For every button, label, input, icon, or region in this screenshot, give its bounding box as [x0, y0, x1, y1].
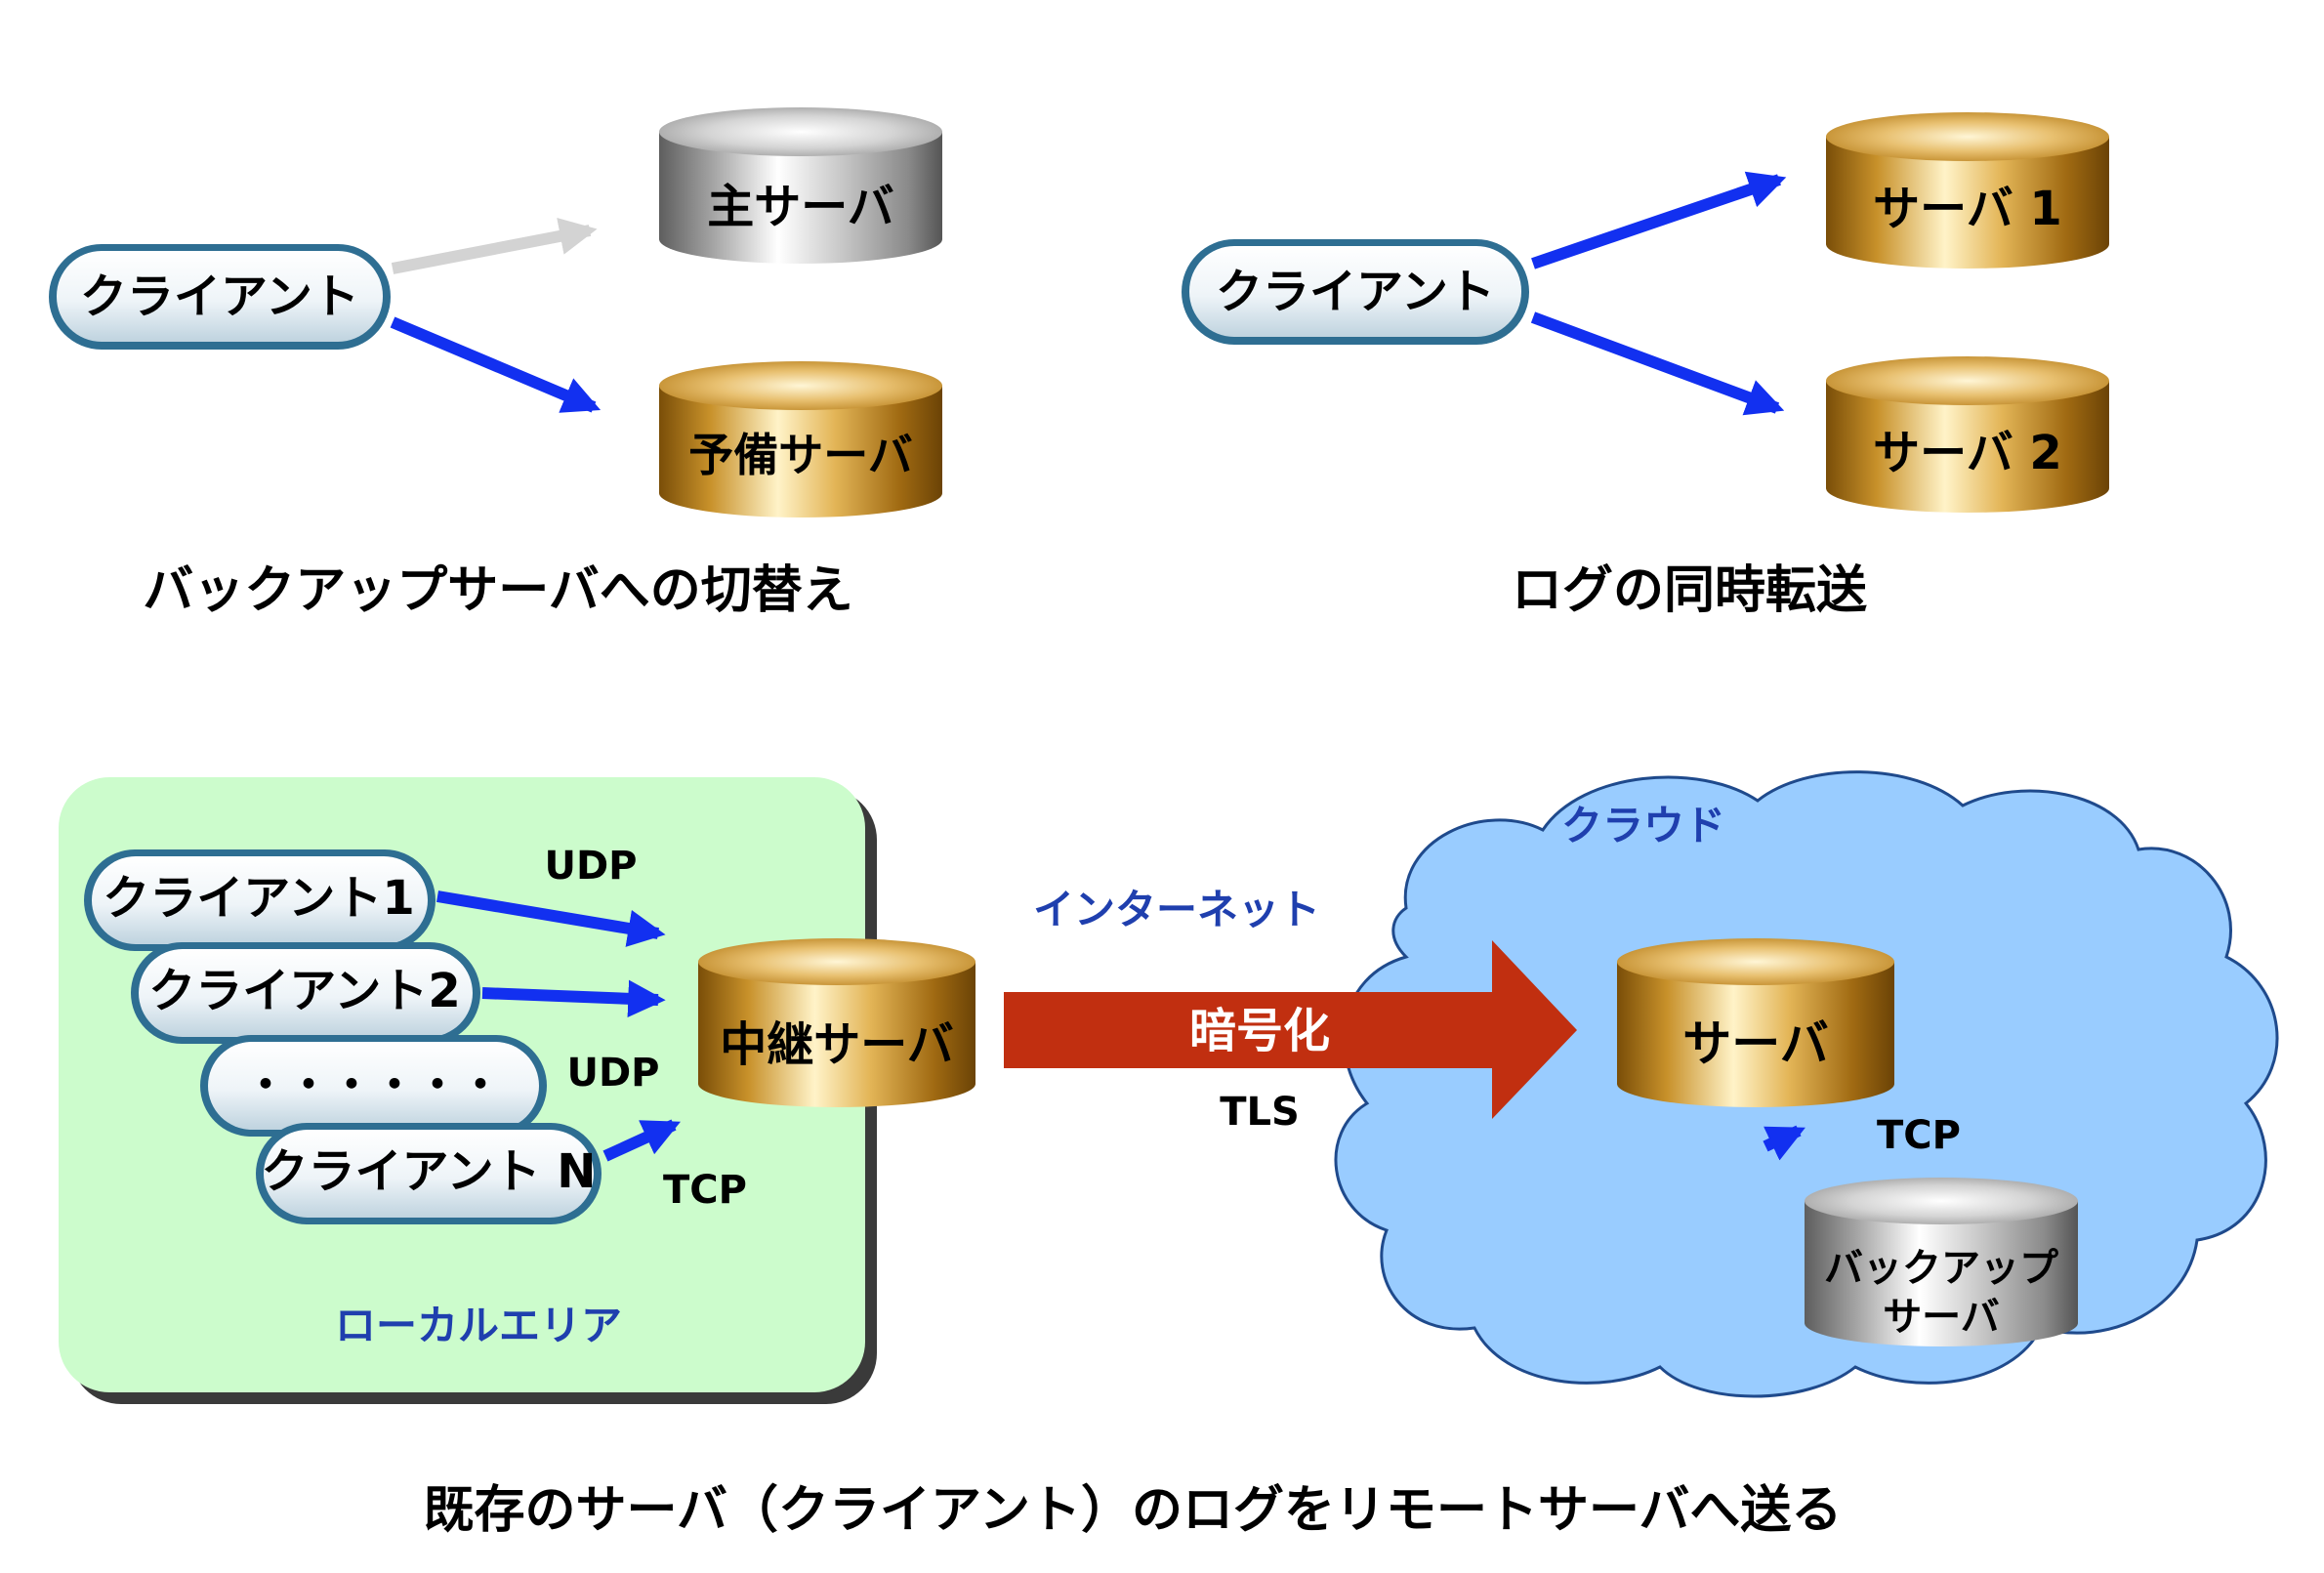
encryption-arrow: 暗号化 [1004, 940, 1577, 1119]
arrow-client-2-to-relay [481, 979, 666, 1017]
tls-label: TLS [1220, 1090, 1300, 1135]
relay-caption: 既存のサーバ（クライアント）のログをリモートサーバへ送る [424, 1481, 1843, 1540]
dual-transfer-diagram: クライアント サーバ 1 サーバ 2 ログの同時転送 [1182, 112, 2109, 620]
server-2-label: サーバ 2 [1873, 426, 2062, 480]
client-2-label: クライアント2 [148, 964, 460, 1018]
client-label: クライアント [80, 269, 359, 324]
client-1-label: クライアント1 [103, 871, 414, 926]
client-node: クライアント [1182, 239, 1529, 345]
failover-caption: バックアップサーバへの切替え [143, 561, 852, 620]
failover-diagram: クライアント 主サーバ 予備サーバ バックアップサーバへの切替え [49, 107, 942, 620]
client-n-node: クライアント N [256, 1123, 602, 1224]
ellipsis-node: ・・・・・・ [200, 1035, 547, 1137]
server-1-label: サーバ 1 [1873, 182, 2062, 236]
local-area-label: ローカルエリア [335, 1302, 622, 1349]
client-1-node: クライアント1 [84, 849, 436, 951]
standby-server: 予備サーバ [659, 361, 942, 517]
relay-server: 中継サーバ [698, 938, 975, 1107]
tcp-label-cloud: TCP [1877, 1113, 1961, 1158]
cloud-server-label: サーバ [1682, 1015, 1829, 1072]
server-2: サーバ 2 [1826, 356, 2109, 513]
primary-server-label: 主サーバ [707, 180, 894, 234]
arrow-to-standby-server [390, 316, 602, 413]
backup-server-label-line1: バックアップ [1824, 1246, 2058, 1291]
tcp-label-local: TCP [663, 1168, 747, 1213]
client-n-label: クライアント N [262, 1144, 597, 1199]
server-1: サーバ 1 [1826, 112, 2109, 269]
udp-label-top: UDP [545, 844, 638, 889]
standby-server-label: 予備サーバ [688, 429, 913, 481]
client-node: クライアント [49, 244, 391, 350]
client-label: クライアント [1216, 265, 1495, 319]
relay-diagram: ローカルエリア クライアント1 クライアント2 ・・・・・・ クライアント N … [59, 770, 2279, 1540]
backup-server-label-line2: サーバ [1883, 1295, 2000, 1340]
client-2-node: クライアント2 [131, 942, 480, 1044]
arrow-server-to-backup [1763, 1125, 1805, 1161]
udp-label-mid: UDP [567, 1051, 660, 1096]
dual-transfer-caption: ログの同時転送 [1512, 561, 1867, 620]
arrow-to-server-2 [1530, 311, 1785, 416]
arrow-client-1-to-relay [436, 890, 666, 947]
relay-server-label: 中継サーバ [720, 1017, 954, 1072]
arrow-client-n-to-relay [602, 1119, 681, 1162]
cloud-server: サーバ [1617, 938, 1894, 1107]
arrow-to-primary-server [391, 217, 598, 274]
cloud-label: クラウド [1561, 802, 1725, 849]
primary-server: 主サーバ [659, 107, 942, 264]
internet-label: インターネット [1033, 886, 1320, 933]
backup-server: バックアップ サーバ [1805, 1178, 2078, 1346]
encrypt-label: 暗号化 [1189, 1004, 1330, 1058]
arrow-to-server-1 [1531, 171, 1787, 269]
ellipsis-label: ・・・・・・ [244, 1060, 502, 1110]
